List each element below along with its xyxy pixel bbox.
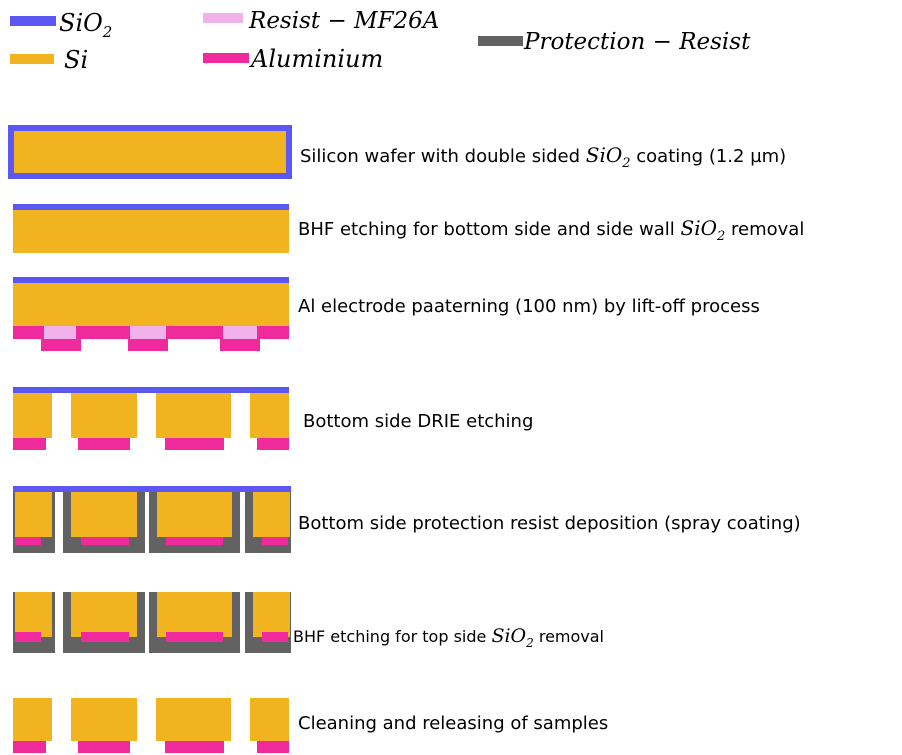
si-block: [13, 698, 52, 741]
legend-item-aluminium: Aluminium: [203, 45, 383, 73]
step-1-caption: Silicon wafer with double sided SiO2 coa…: [300, 143, 786, 171]
sio2-top-layer: [13, 277, 289, 283]
aluminium-electrode: [128, 339, 168, 351]
legend-swatch-aluminium: [203, 53, 249, 63]
legend-item-si: Si: [10, 46, 88, 74]
step-3-illustration: [13, 277, 289, 351]
aluminium-electrode: [81, 632, 129, 642]
aluminium-electrode: [41, 339, 81, 351]
legend-item-resist: Resist − MF26A: [203, 8, 439, 34]
aluminium-electrode: [166, 632, 223, 642]
aluminium-electrode: [262, 537, 288, 545]
si-block: [71, 592, 137, 637]
legend-swatch-si: [10, 54, 54, 64]
si-block: [13, 393, 52, 438]
si-block: [156, 393, 231, 438]
si-block: [156, 698, 231, 741]
legend: SiO2 Si Resist − MF26A Aluminium Protect…: [10, 8, 751, 74]
si-block: [71, 492, 137, 537]
aluminium-electrode: [15, 632, 41, 642]
legend-label-sio2: SiO: [59, 9, 103, 37]
step-5-caption: Bottom side protection resist deposition…: [298, 513, 801, 534]
legend-label-si: Si: [64, 46, 88, 74]
legend-item-sio2: SiO2: [10, 9, 112, 41]
aluminium-electrode: [262, 632, 288, 642]
resist-block: [130, 326, 166, 339]
step-4-caption: Bottom side DRIE etching: [303, 411, 533, 432]
aluminium-electrode: [257, 438, 289, 450]
si-wafer: [13, 210, 289, 253]
svg-text:SiO2: SiO2: [59, 9, 112, 41]
si-block: [250, 393, 289, 438]
si-wafer: [14, 131, 286, 173]
step-6-illustration: [13, 592, 291, 653]
si-wafer: [13, 283, 289, 326]
step-2-illustration: [13, 204, 289, 253]
legend-item-protection: Protection − Resist: [478, 29, 751, 55]
aluminium-electrode: [78, 741, 130, 753]
aluminium-electrode: [166, 537, 223, 545]
legend-label-protection: Protection − Resist: [523, 29, 751, 55]
step-5-illustration: [13, 486, 291, 553]
aluminium-electrode: [165, 741, 224, 753]
aluminium-electrode: [220, 339, 260, 351]
legend-swatch-resist: [203, 13, 243, 23]
step-1-illustration: [8, 125, 292, 179]
legend-label-resist: Resist − MF26A: [248, 8, 439, 34]
legend-label-aluminium: Aluminium: [249, 45, 383, 73]
aluminium-electrode: [13, 741, 46, 753]
legend-swatch-sio2: [10, 16, 56, 26]
si-block: [15, 592, 52, 637]
aluminium-electrode: [257, 741, 289, 753]
legend-label-sio2-sub: 2: [102, 23, 113, 41]
step-4-illustration: [13, 387, 289, 450]
si-block: [71, 393, 137, 438]
resist-block: [44, 326, 76, 339]
sio2-top-layer: [13, 387, 289, 393]
aluminium-electrode: [165, 438, 224, 450]
si-block: [15, 492, 52, 537]
resist-block: [223, 326, 257, 339]
si-block: [157, 492, 232, 537]
step-3-caption: Al electrode paaterning (100 nm) by lift…: [298, 296, 760, 317]
step-7-caption: Cleaning and releasing of samples: [298, 713, 608, 734]
aluminium-electrode: [13, 438, 46, 450]
legend-swatch-protection: [478, 36, 523, 46]
sio2-top-layer: [13, 204, 289, 210]
aluminium-electrode: [81, 537, 129, 545]
sio2-top-layer: [13, 486, 291, 492]
step-captions: Silicon wafer with double sided SiO2 coa…: [293, 143, 804, 734]
si-block: [253, 592, 290, 637]
step-6-caption: BHF etching for top side SiO2 removal: [293, 625, 604, 650]
aluminium-electrode: [15, 537, 41, 545]
si-block: [71, 698, 137, 741]
step-7-illustration: [13, 698, 289, 753]
step-2-caption: BHF etching for bottom side and side wal…: [298, 216, 804, 244]
si-block: [250, 698, 289, 741]
si-block: [253, 492, 290, 537]
aluminium-electrode: [78, 438, 130, 450]
si-block: [157, 592, 232, 637]
